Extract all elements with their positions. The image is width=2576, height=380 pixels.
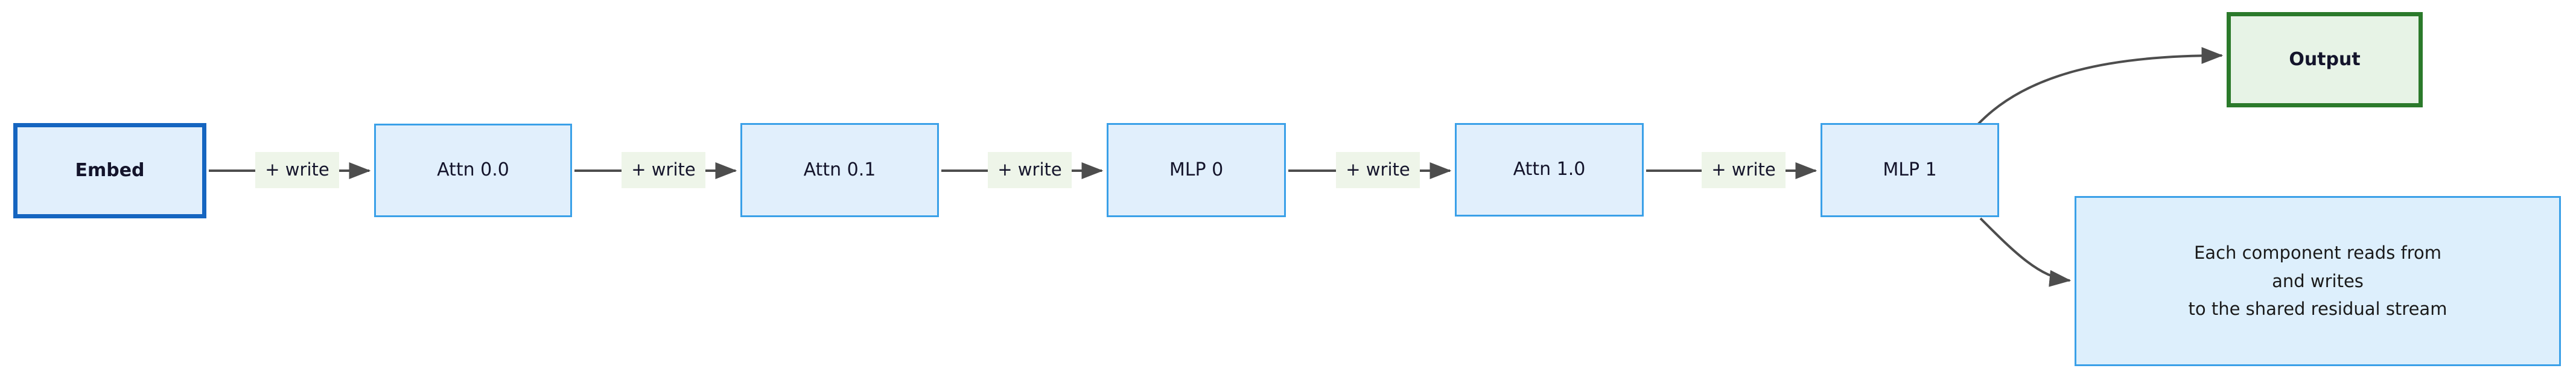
node-attn-1-0-label: Attn 1.0 xyxy=(1513,159,1586,180)
node-embed[interactable]: Embed xyxy=(13,123,206,218)
edge-label-write-3: + write xyxy=(988,152,1072,188)
edge-label-write-3-text: + write xyxy=(997,159,1062,180)
edge-label-write-4-text: + write xyxy=(1346,159,1410,180)
node-attn-0-0-label: Attn 0.0 xyxy=(437,159,509,181)
note-line-1: Each component reads from xyxy=(2193,242,2442,263)
edge-mlp1-note xyxy=(1979,217,2072,287)
edge-mlp1-output xyxy=(1977,47,2224,125)
node-attn-1-0[interactable]: Attn 1.0 xyxy=(1455,123,1644,217)
node-attn-0-0[interactable]: Attn 0.0 xyxy=(374,124,572,217)
node-mlp-0-label: MLP 0 xyxy=(1169,159,1224,180)
node-mlp-1[interactable]: MLP 1 xyxy=(1821,123,1999,217)
node-attn-0-1[interactable]: Attn 0.1 xyxy=(740,123,939,217)
node-mlp-1-label: MLP 1 xyxy=(1883,159,1937,180)
note-line-2: and writes xyxy=(2272,270,2364,291)
note-line-3: to the shared residual stream xyxy=(2188,299,2447,320)
edge-label-write-5-text: + write xyxy=(1711,159,1776,180)
edge-label-write-1-text: + write xyxy=(265,159,329,180)
node-mlp-0[interactable]: MLP 0 xyxy=(1107,123,1286,217)
edge-label-write-4: + write xyxy=(1336,152,1420,188)
node-attn-0-1-label: Attn 0.1 xyxy=(803,159,876,180)
edge-label-write-2-text: + write xyxy=(631,159,696,180)
node-output[interactable]: Output xyxy=(2227,12,2423,107)
note-box: Each component reads from and writes to … xyxy=(2075,196,2561,366)
edge-label-write-1: + write xyxy=(255,152,339,188)
edge-label-write-2: + write xyxy=(622,152,705,188)
node-embed-label: Embed xyxy=(75,159,145,181)
edge-label-write-5: + write xyxy=(1702,152,1786,188)
node-output-label: Output xyxy=(2289,48,2361,70)
